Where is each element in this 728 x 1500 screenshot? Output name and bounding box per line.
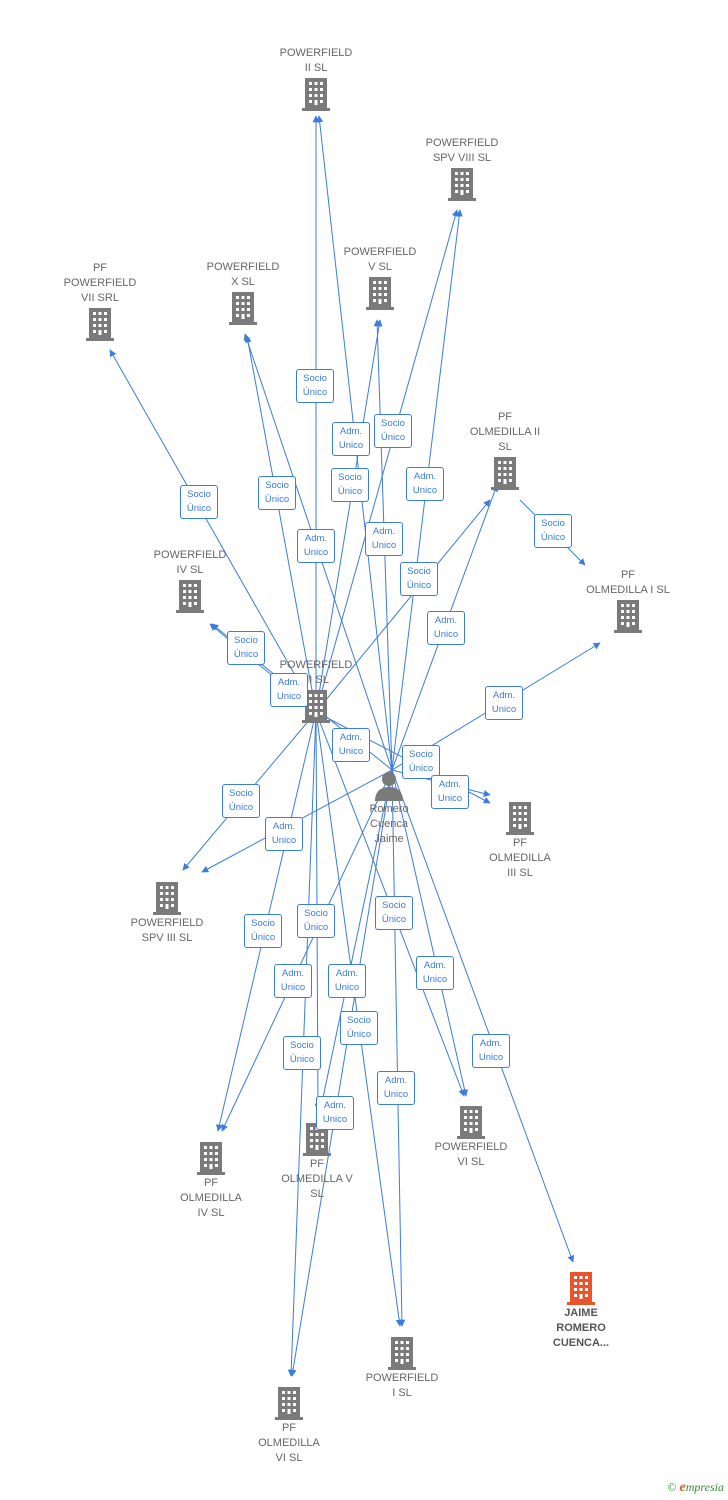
building-icon <box>448 168 476 201</box>
node-label: PF OLMEDILLA III SL <box>489 837 551 879</box>
relation-label-adm-unico[interactable]: Adm. Unico <box>472 1034 510 1068</box>
node-label: Romero Cuenca Jaime <box>369 803 409 845</box>
building-icon <box>302 690 330 723</box>
relationship-edge <box>221 769 393 1132</box>
relationship-edge <box>315 209 459 713</box>
node-label: PF OLMEDILLA VI SL <box>258 1422 320 1464</box>
relation-label-adm-unico[interactable]: Adm. Unico <box>332 422 370 456</box>
building-icon <box>153 882 181 915</box>
node-pf-olmedilla-iv[interactable]: PF OLMEDILLA IV SL <box>156 1140 266 1221</box>
node-powerfield-x[interactable]: POWERFIELD X SL <box>188 260 298 326</box>
node-label: POWERFIELD I SL <box>365 1372 439 1399</box>
node-powerfield-v[interactable]: POWERFIELD V SL <box>325 245 435 311</box>
node-powerfield-spv-iii[interactable]: POWERFIELD SPV III SL <box>112 880 222 946</box>
relation-label-adm-unico[interactable]: Adm. Unico <box>485 686 523 720</box>
relationship-edge <box>109 349 317 713</box>
brand-logo-initial: e <box>679 1480 686 1495</box>
building-icon <box>491 457 519 490</box>
relation-label-adm-unico[interactable]: Adm. Unico <box>297 529 335 563</box>
node-powerfield-i[interactable]: POWERFIELD I SL <box>347 1335 457 1401</box>
relation-label-adm-unico[interactable]: Adm. Unico <box>270 673 308 707</box>
node-label: POWERFIELD X SL <box>206 261 280 288</box>
relationship-edge <box>289 769 393 1377</box>
relationship-edge <box>315 499 491 713</box>
node-jaime-romero-cuenca-company[interactable]: JAIME ROMERO CUENCA... <box>526 1270 636 1351</box>
node-pf-olmedilla-v[interactable]: PF OLMEDILLA V SL <box>262 1121 372 1202</box>
node-label: PF OLMEDILLA II SL <box>469 411 541 453</box>
copyright-symbol: © <box>667 1480 677 1494</box>
relation-label-socio-unico[interactable]: Socio Único <box>375 896 413 930</box>
relation-label-socio-unico[interactable]: Socio Único <box>258 476 296 510</box>
building-icon <box>457 1106 485 1139</box>
node-label: POWERFIELD VI SL <box>434 1141 508 1168</box>
node-pf-olmedilla-iii[interactable]: PF OLMEDILLA III SL <box>465 800 575 881</box>
relation-label-adm-unico[interactable]: Adm. Unico <box>416 956 454 990</box>
node-label: POWERFIELD V SL <box>343 246 417 273</box>
relation-label-socio-unico[interactable]: Socio Único <box>534 514 572 548</box>
relation-label-socio-unico[interactable]: Socio Único <box>296 369 334 403</box>
relationship-edge <box>315 319 383 713</box>
relationship-edge <box>391 769 575 1263</box>
node-label: PF OLMEDILLA V SL <box>281 1158 353 1200</box>
relation-label-socio-unico[interactable]: Socio Único <box>331 468 369 502</box>
relation-label-socio-unico[interactable]: Socio Único <box>400 562 438 596</box>
node-pf-powerfield-vii[interactable]: PF POWERFIELD VII SRL <box>45 261 155 342</box>
building-icon <box>302 78 330 111</box>
relationship-edge <box>244 335 317 713</box>
relation-label-adm-unico[interactable]: Adm. Unico <box>427 611 465 645</box>
relation-label-socio-unico[interactable]: Socio Único <box>297 904 335 938</box>
building-icon <box>86 308 114 341</box>
node-label: POWERFIELD SPV III SL <box>130 917 204 944</box>
node-label: PF OLMEDILLA IV SL <box>180 1177 242 1219</box>
node-powerfield-vi[interactable]: POWERFIELD VI SL <box>416 1104 526 1170</box>
relation-label-adm-unico[interactable]: Adm. Unico <box>316 1096 354 1130</box>
node-pf-olmedilla-ii[interactable]: PF OLMEDILLA II SL <box>450 410 560 491</box>
relation-label-adm-unico[interactable]: Adm. Unico <box>431 775 469 809</box>
building-icon <box>388 1337 416 1370</box>
relation-label-adm-unico[interactable]: Adm. Unico <box>328 964 366 998</box>
relation-label-adm-unico[interactable]: Adm. Unico <box>332 728 370 762</box>
node-powerfield-spv-viii[interactable]: POWERFIELD SPV VIII SL <box>407 136 517 202</box>
node-person-romero-cuenca-jaime[interactable]: Romero Cuenca Jaime <box>334 770 444 847</box>
node-label: POWERFIELD IV SL <box>153 549 227 576</box>
building-icon <box>229 292 257 325</box>
relation-label-adm-unico[interactable]: Adm. Unico <box>406 467 444 501</box>
building-icon <box>197 1142 225 1175</box>
building-icon <box>176 580 204 613</box>
relationship-edge <box>391 769 469 1097</box>
relationship-edge <box>317 769 393 1113</box>
node-label: POWERFIELD SPV VIII SL <box>425 137 499 164</box>
relation-label-socio-unico[interactable]: Socio Único <box>283 1036 321 1070</box>
relation-label-socio-unico[interactable]: Socio Único <box>374 414 412 448</box>
node-powerfield-iv[interactable]: POWERFIELD IV SL <box>135 548 245 614</box>
relation-label-socio-unico[interactable]: Socio Único <box>244 914 282 948</box>
node-label: PF POWERFIELD VII SRL <box>63 262 137 304</box>
node-label: JAIME ROMERO CUENCA... <box>552 1307 610 1349</box>
node-label: POWERFIELD II SL <box>279 47 353 74</box>
building-icon <box>506 802 534 835</box>
node-pf-olmedilla-i[interactable]: PF OLMEDILLA I SL <box>573 568 683 634</box>
node-powerfield-ii[interactable]: POWERFIELD II SL <box>261 46 371 112</box>
relation-label-adm-unico[interactable]: Adm. Unico <box>365 522 403 556</box>
relation-label-adm-unico[interactable]: Adm. Unico <box>377 1071 415 1105</box>
person-icon <box>375 772 403 801</box>
relation-label-socio-unico[interactable]: Socio Único <box>402 745 440 779</box>
building-icon <box>275 1387 303 1420</box>
relation-label-socio-unico[interactable]: Socio Único <box>180 485 218 519</box>
relation-label-adm-unico[interactable]: Adm. Unico <box>265 817 303 851</box>
relation-label-socio-unico[interactable]: Socio Único <box>222 784 260 818</box>
relation-label-adm-unico[interactable]: Adm. Unico <box>274 964 312 998</box>
node-label: PF OLMEDILLA I SL <box>586 569 670 596</box>
relation-label-socio-unico[interactable]: Socio Único <box>340 1011 378 1045</box>
building-icon <box>614 600 642 633</box>
brand-footer[interactable]: © empresia <box>667 1480 724 1496</box>
building-icon <box>366 277 394 310</box>
relation-label-socio-unico[interactable]: Socio Único <box>227 631 265 665</box>
building-icon <box>567 1272 595 1305</box>
relationship-edge <box>391 769 406 1327</box>
node-pf-olmedilla-vi[interactable]: PF OLMEDILLA VI SL <box>234 1385 344 1466</box>
brand-name: mpresia <box>685 1480 724 1494</box>
